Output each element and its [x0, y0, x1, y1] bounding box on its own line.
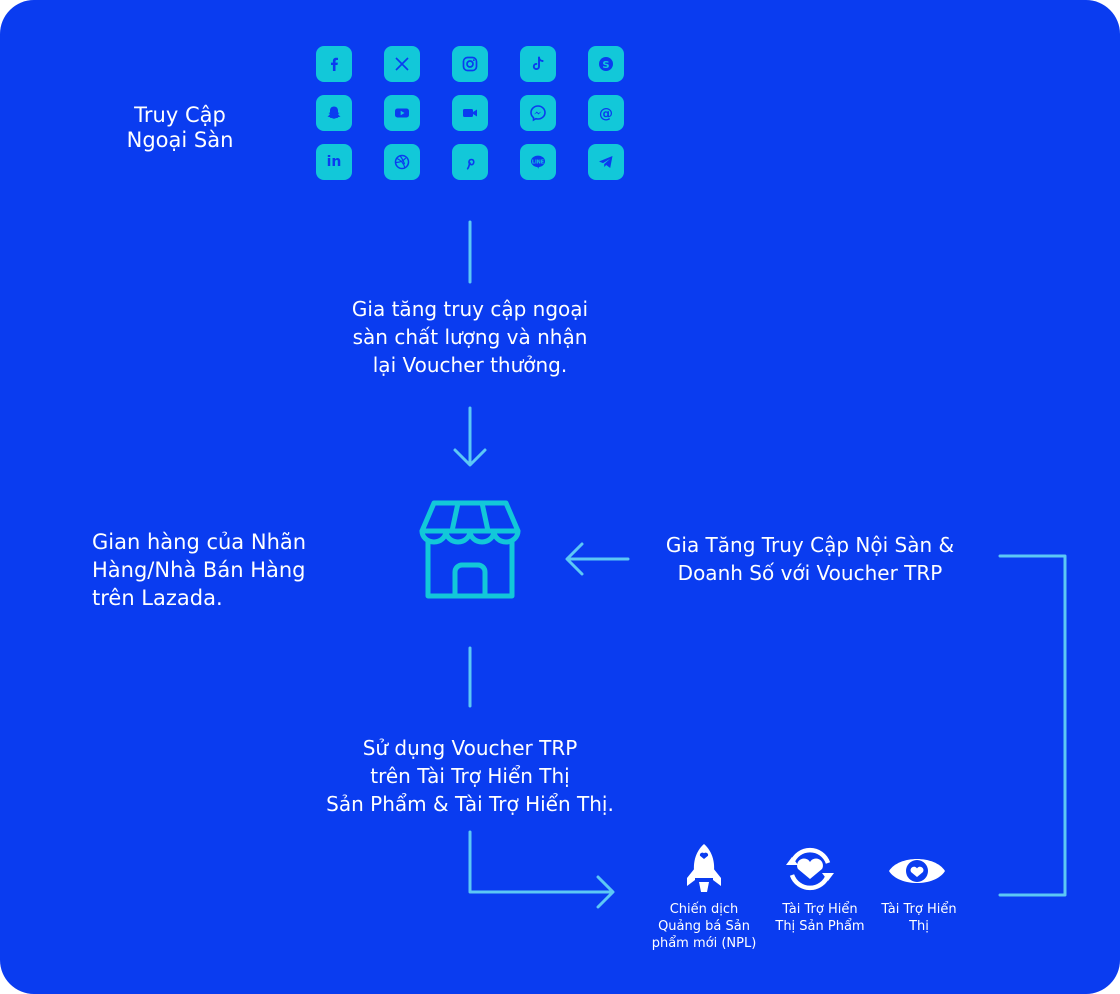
pinterest-icon	[452, 144, 488, 180]
store-label: Gian hàng của Nhãn Hàng/Nhà Bán Hàng trê…	[92, 528, 352, 612]
product-banner-line2: Thị	[909, 919, 929, 934]
threads-icon: @	[588, 95, 624, 131]
dribbble-icon	[384, 144, 420, 180]
eye-icon	[889, 859, 945, 883]
step-external-line1: Gia tăng truy cập ngoại	[351, 297, 589, 321]
step-external-line2: sàn chất lượng và nhận	[352, 325, 588, 349]
store-label-line2: Hàng/Nhà Bán Hàng	[92, 558, 306, 582]
step-internal-traffic: Gia Tăng Truy Cập Nội Sàn & Doanh Số với…	[635, 531, 985, 587]
step-internal-line2: Doanh Số với Voucher TRP	[677, 561, 943, 585]
social-icon-grid: S @ in LINE	[316, 46, 624, 180]
instagram-icon	[452, 46, 488, 82]
store-label-line3: trên Lazada.	[92, 586, 223, 610]
step-use-voucher: Sử dụng Voucher TRP trên Tài Trợ Hiển Th…	[290, 734, 650, 818]
svg-text:@: @	[599, 106, 613, 122]
product-display-label: Tài Trợ Hiển Thị Sản Phẩm	[770, 901, 870, 935]
arrow-down-head	[453, 448, 487, 467]
feedback-bracket	[998, 554, 1067, 897]
linkedin-icon: in	[316, 144, 352, 180]
arrow-left-head	[565, 542, 584, 576]
product-display-icon	[786, 847, 834, 891]
step-external-traffic: Gia tăng truy cập ngoại sàn chất lượng v…	[300, 295, 640, 379]
product-npl-label: Chiến dịch Quảng bá Sản phẩm mới (NPL)	[648, 901, 760, 952]
youtube-icon	[384, 95, 420, 131]
facebook-icon	[316, 46, 352, 82]
video-icon	[452, 95, 488, 131]
store-label-line1: Gian hàng của Nhãn	[92, 530, 307, 554]
messenger-icon	[520, 95, 556, 131]
product-display-line2: Thị Sản Phẩm	[775, 919, 865, 934]
step-external-line3: lại Voucher thưởng.	[372, 353, 568, 377]
product-npl-line3: phẩm mới (NPL)	[651, 936, 757, 951]
product-npl-line1: Chiến dịch	[669, 902, 739, 917]
external-label: Truy Cập Ngoại Sàn	[110, 103, 250, 153]
line-logo-text: LINE	[532, 159, 544, 165]
step-use-line3: Sản Phẩm & Tài Trợ Hiển Thị.	[326, 792, 614, 816]
store-icon	[419, 500, 521, 599]
tiktok-icon	[520, 46, 556, 82]
arrow-right-head	[596, 875, 615, 909]
external-label-line2: Ngoại Sàn	[126, 128, 234, 152]
svg-text:S: S	[602, 60, 609, 71]
linkedin-glyph: in	[326, 154, 342, 170]
step-use-line2: trên Tài Trợ Hiển Thị	[370, 764, 570, 788]
step-use-line1: Sử dụng Voucher TRP	[362, 736, 578, 760]
snapchat-icon	[316, 95, 352, 131]
product-banner-line1: Tài Trợ Hiển	[881, 902, 957, 917]
rocket-icon	[687, 844, 721, 892]
product-npl-line2: Quảng bá Sản	[658, 919, 750, 934]
x-icon	[384, 46, 420, 82]
external-label-line1: Truy Cập	[134, 103, 226, 127]
product-display-line1: Tài Trợ Hiển	[782, 902, 858, 917]
arrow-right-path	[468, 830, 614, 894]
step-internal-line1: Gia Tăng Truy Cập Nội Sàn &	[665, 533, 955, 557]
skype-icon: S	[588, 46, 624, 82]
product-banner-label: Tài Trợ Hiển Thị	[870, 901, 968, 935]
line-icon: LINE	[520, 144, 556, 180]
telegram-icon	[588, 144, 624, 180]
